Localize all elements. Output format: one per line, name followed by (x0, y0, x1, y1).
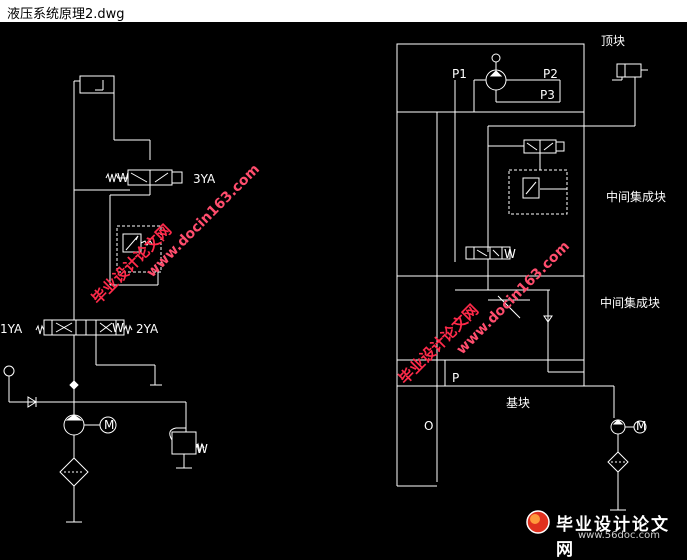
title-bar: 液压系统原理2.dwg (0, 0, 687, 23)
label-p1: P1 (452, 67, 467, 81)
label-p2: P2 (543, 67, 558, 81)
filter-right (607, 451, 629, 511)
label-3ya: 3YA (193, 172, 216, 186)
motor-label-right: M (636, 419, 646, 433)
label-w-relief: W (196, 442, 208, 456)
drawing-canvas[interactable]: M (0, 22, 687, 542)
pump-top-block (473, 53, 561, 112)
pressure-valve-middle (508, 169, 568, 215)
label-p3: P3 (540, 88, 555, 102)
label-w-2ya: W (112, 321, 124, 335)
pump-motor-left (63, 389, 117, 458)
label-middle-block-2: 中间集成块 (600, 295, 660, 310)
motor-label-left: M (104, 418, 114, 432)
relief-valve-left (169, 427, 205, 469)
manifold-block-right (396, 43, 585, 387)
hydraulic-cylinder-right (488, 63, 648, 127)
directional-valve-1ya-2ya (35, 319, 162, 386)
hydraulic-diagram: M (0, 34, 666, 523)
label-w-3ya: W (117, 171, 129, 185)
brand-logo-icon (526, 510, 550, 534)
solenoid-valve-3ya (105, 169, 183, 225)
filter-left (59, 457, 89, 523)
label-base-block: 基块 (506, 396, 530, 410)
label-middle-block-1: 中间集成块 (606, 189, 666, 204)
label-top-block: 顶块 (601, 34, 625, 48)
solenoid-valve-middle (488, 139, 565, 170)
throttle-valve-middle (455, 289, 584, 373)
pump-motor-right (610, 419, 647, 452)
brand-url: www.56doc.com (578, 530, 661, 541)
solenoid-valve-lower (465, 246, 511, 260)
window-title: 液压系统原理2.dwg (7, 7, 125, 22)
label-2ya: 2YA (136, 322, 159, 336)
watermark-group-2: 毕业设计论文网 www.docin163.com (395, 238, 573, 387)
pressure-gauge-left (3, 365, 187, 432)
hydraulic-cylinder-left (73, 75, 115, 96)
label-w-lower: W (504, 247, 516, 261)
label-port-p: P (452, 371, 459, 385)
label-port-o: O (424, 419, 433, 433)
pressure-valve-block (109, 225, 162, 286)
label-1ya: 1YA (0, 322, 23, 336)
